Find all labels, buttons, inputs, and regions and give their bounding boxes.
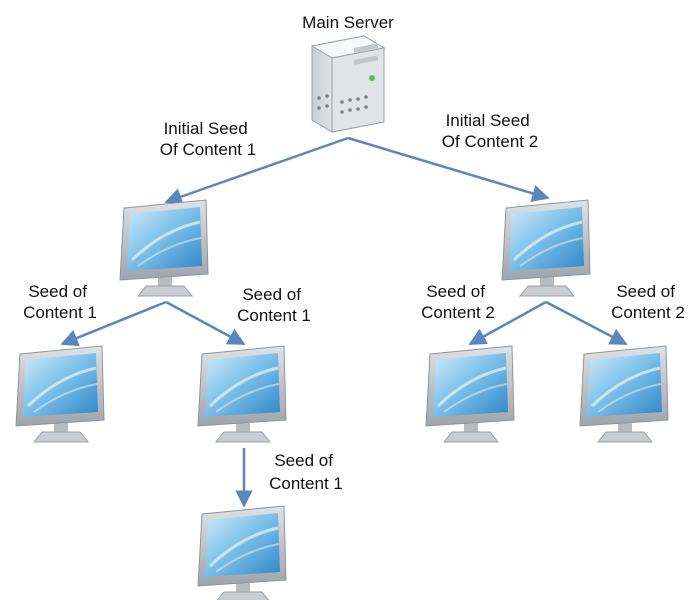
computer-monitor-icon xyxy=(196,344,288,444)
computer-monitor-icon xyxy=(424,344,516,444)
seed-right-b-label: Seed of Content 2 xyxy=(611,282,685,322)
initial-seed-1-label: Initial Seed Of Content 1 xyxy=(160,119,256,159)
arrow-right-to-right-leaf xyxy=(545,300,628,346)
title-label: Main Server xyxy=(302,13,394,32)
arrow-server-to-left xyxy=(164,136,349,206)
seed-left-b-label: Seed of Content 1 xyxy=(237,285,311,325)
main-server-icon xyxy=(311,35,385,133)
computer-monitor-icon xyxy=(118,198,210,298)
initial-seed-2-label: Initial Seed Of Content 2 xyxy=(442,111,538,151)
arrow-server-to-right xyxy=(347,136,550,202)
computer-monitor-icon xyxy=(196,504,288,600)
seed-chain-label: Seed of Content 1 xyxy=(269,451,343,493)
seed-left-a-label: Seed of Content 1 xyxy=(23,282,97,322)
arrow-right-to-left-leaf xyxy=(468,300,547,346)
computer-monitor-icon xyxy=(14,344,106,444)
seed-right-a-label: Seed of Content 2 xyxy=(421,282,495,322)
arrow-left-to-middle-leaf xyxy=(165,300,246,346)
computer-monitor-icon xyxy=(578,344,670,444)
computer-monitor-icon xyxy=(500,198,592,298)
arrow-left-to-left-leaf xyxy=(60,300,167,347)
